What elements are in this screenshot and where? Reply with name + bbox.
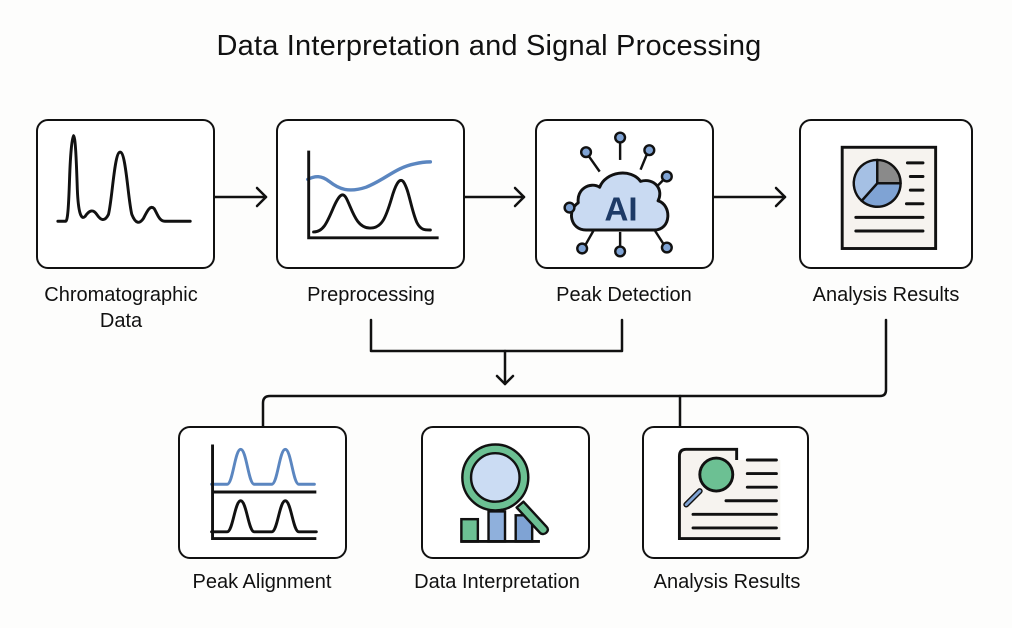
merge-bracket (369, 318, 624, 353)
label-analysis-results-2: Analysis Results (653, 571, 801, 593)
magnifier-bar-chart-icon (460, 443, 550, 543)
report-pie-chart-icon (840, 145, 938, 250)
arrow-merge-down (495, 349, 515, 386)
ai-text: AI (605, 191, 638, 228)
ai-cloud-icon: AI (563, 131, 673, 258)
label-data-interpretation: Data Interpretation (414, 571, 580, 593)
label-peak-alignment: Peak Alignment (192, 571, 332, 593)
node-preprocessing[interactable] (276, 119, 465, 269)
baseline-correction-icon (306, 150, 439, 240)
node-analysis-results-2[interactable] (642, 426, 809, 559)
arrow-preprocessing-to-peak-detection (462, 186, 526, 208)
label-line: Chromatographic (44, 284, 198, 306)
label-peak-detection: Peak Detection (556, 284, 692, 306)
arrow-peak-detection-to-analysis-results (711, 186, 787, 208)
diagram-title: Data Interpretation and Signal Processin… (216, 30, 762, 62)
aligned-peaks-icon (210, 444, 318, 541)
arrow-chromatographic-to-preprocessing (212, 186, 268, 208)
distribution-bus (261, 318, 888, 428)
label-line: Data (99, 310, 143, 332)
label-analysis-results: Analysis Results (812, 284, 960, 306)
document-search-icon (677, 447, 781, 541)
node-data-interpretation[interactable] (421, 426, 590, 559)
node-peak-alignment[interactable] (178, 426, 347, 559)
label-preprocessing: Preprocessing (307, 284, 435, 306)
node-peak-detection[interactable]: AI (535, 119, 714, 269)
chromatogram-icon (56, 134, 192, 224)
label-chromatographic-data: Chromatographic Data (6, 282, 236, 334)
node-analysis-results[interactable] (799, 119, 973, 269)
node-chromatographic-data[interactable] (36, 119, 215, 269)
